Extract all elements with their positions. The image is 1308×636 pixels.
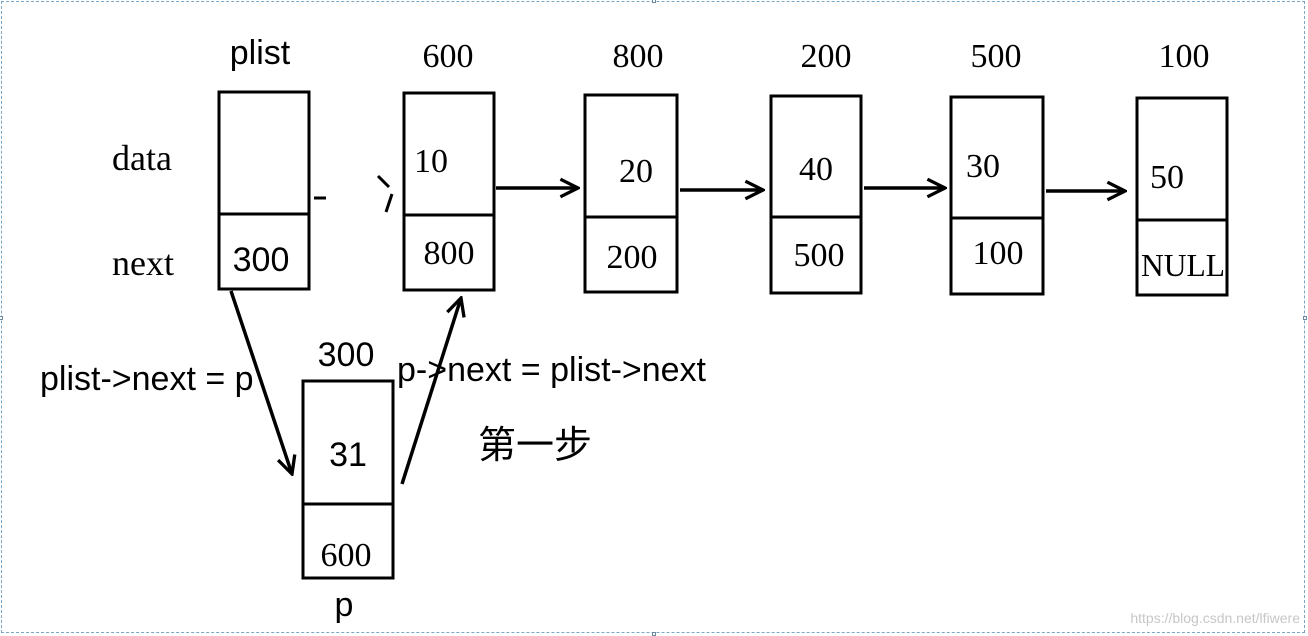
plist-label: plist [230,34,291,72]
list-node-3: 200 40 500 [769,38,863,295]
row-label-data: data [112,138,172,178]
node-next: 100 [973,235,1024,272]
node-data: 40 [799,151,833,188]
node-data: 30 [966,148,1000,185]
annotation-step: 第一步 [478,423,592,467]
arrow-plist-to-p [229,290,292,474]
node-address: 600 [423,38,474,75]
node-next: NULL [1141,247,1225,283]
annotation-p-next-assign: p->next = plist->next [397,351,707,389]
annotation-plist-next-assign: plist->next = p [40,360,254,398]
node-address: 200 [801,38,852,75]
resize-handle-top[interactable] [652,0,656,3]
node-box [949,95,1045,296]
new-node-box [301,379,395,580]
node-next: 500 [794,237,845,274]
node-box [1135,96,1229,297]
plist-node-box [217,90,311,291]
node-next: 800 [424,235,475,272]
node-box [769,94,863,295]
node-box [583,93,679,294]
arrow-p-to-node1 [400,298,461,485]
new-node-address: 300 [318,336,375,374]
node-address: 500 [971,38,1022,75]
node-data: 50 [1150,159,1184,196]
node-box [402,91,496,292]
list-node-5: 100 50 NULL [1135,38,1229,297]
erased-arrow-remnant [314,174,394,213]
resize-handle-left[interactable] [0,316,3,320]
new-node-next: 600 [321,537,372,574]
new-node-p: 300 31 600 p [301,336,395,624]
node-address: 800 [613,38,664,75]
new-node-data: 31 [329,436,367,474]
list-node-1: 600 10 800 [402,38,496,292]
plist-node: 300 [217,90,311,291]
node-data: 20 [619,153,653,190]
node-next: 200 [607,239,658,276]
plist-next-value: 300 [233,241,290,279]
row-label-next: next [112,243,174,283]
node-address: 100 [1159,38,1210,75]
list-node-2: 800 20 200 [583,38,679,294]
node-data: 10 [414,143,448,180]
resize-handle-right[interactable] [1303,316,1307,320]
watermark: https://blog.csdn.net/lfiwere [1130,610,1300,626]
list-node-4: 500 30 100 [949,38,1045,296]
new-node-name: p [335,586,354,624]
